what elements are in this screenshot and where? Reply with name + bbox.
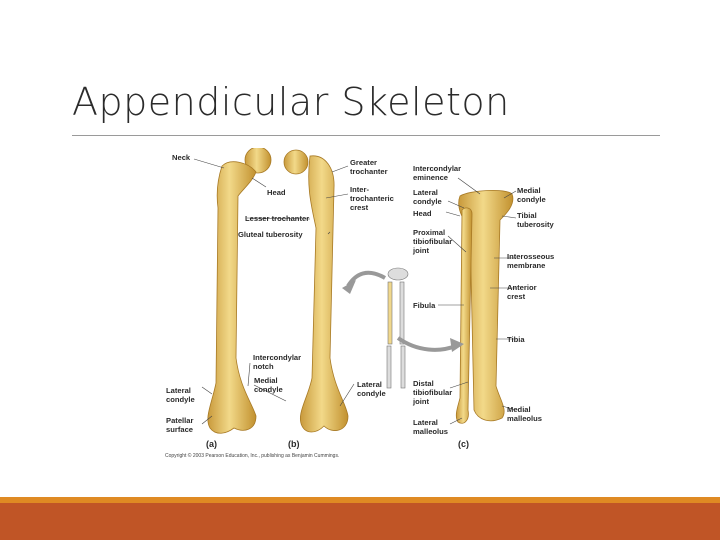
label-lateral-malleolus: Lateral malleolus [413,418,449,436]
tibia-fibula-shape [455,190,514,424]
label-interosseous-membrane: Interosseous membrane [507,252,555,270]
footer-bar [0,503,720,540]
label-gluteal-tuberosity: Gluteal tuberosity [238,230,303,239]
label-proximal-tibiofibular-joint: Proximal tibiofibular joint [413,228,453,255]
panel-label-b: (b) [288,439,300,449]
femur-anterior-shape [207,148,272,434]
label-intertrochanteric-crest: Inter- trochanteric crest [350,185,394,212]
label-distal-tibiofibular-joint: Distal tibiofibular joint [413,379,453,406]
femur-posterior-shape [283,149,349,433]
slide-title: Appendicular Skeleton [72,80,510,124]
title-divider [72,135,660,136]
bone-illustration [193,148,517,434]
label-intercondylar-notch: Intercondylar notch [253,353,302,371]
label-lateral-condyle-femur-a: Lateral condyle [166,386,195,404]
panel-label-a: (a) [206,439,217,449]
anatomy-figure: Neck Head Lesser trochanter Gluteal tube… [160,148,570,468]
label-tibia: Tibia [507,335,525,344]
label-tibial-tuberosity: Tibial tuberosity [517,211,554,229]
label-medial-malleolus: Medial malleolus [507,405,543,423]
label-neck: Neck [172,153,191,162]
label-fibula: Fibula [413,301,436,310]
label-anterior-crest: Anterior crest [507,283,537,301]
label-medial-condyle-tibia: Medial condyle [517,186,546,204]
label-intercondylar-eminence: Intercondylar eminence [413,164,462,182]
label-greater-trochanter: Greater trochanter [350,158,388,176]
panel-label-c: (c) [458,439,469,449]
label-lateral-condyle-femur-b: Lateral condyle [357,380,386,398]
arrow-to-femur [346,270,387,288]
arrow-to-femur-head [342,280,356,294]
label-head-fibula: Head [413,209,432,218]
label-lesser-trochanter: Lesser trochanter [245,214,310,223]
footer-accent-stripe [0,497,720,503]
label-patellar-surface: Patellar surface [166,416,194,434]
leg-skeleton-thumbnail [386,267,409,389]
arrow-to-tibia-head [450,338,464,352]
leader-lines [193,158,517,425]
label-head-femur: Head [267,188,286,197]
arrow-to-tibia [396,336,457,352]
copyright-notice: Copyright © 2003 Pearson Education, Inc.… [165,453,340,459]
label-lateral-condyle-tibia: Lateral condyle [413,188,442,206]
label-medial-condyle-femur: Medial condyle [254,376,283,394]
